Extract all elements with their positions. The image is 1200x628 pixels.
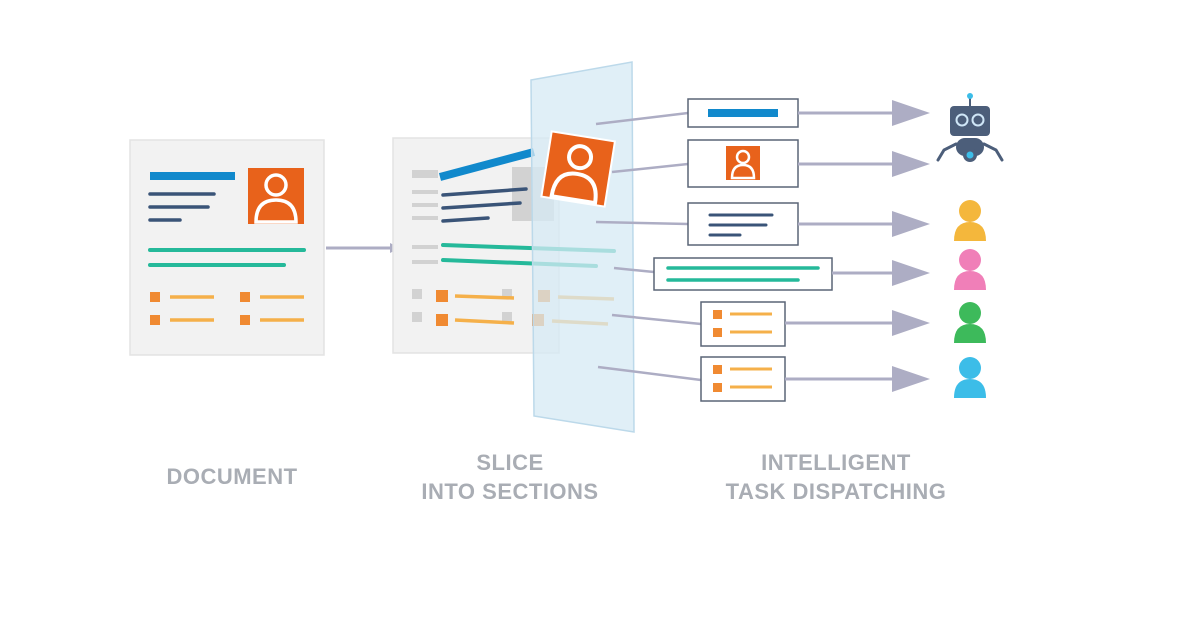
person-icon-cyan [954,357,986,398]
sliced-avatar-icon [540,130,617,208]
document-caption-text: DOCUMENT [166,464,298,489]
document-avatar-icon [248,168,304,224]
dispatch-arrowheads [892,100,930,392]
robot-icon [936,93,1004,162]
task-card-text [687,202,799,246]
task-card-checklist-1 [700,301,786,347]
slice-connectors [595,111,702,382]
sliced-gray-bullets [412,289,512,322]
task-card-photo [687,139,799,188]
slicer-glass-pane [530,61,635,433]
dispatch-arrows [785,108,924,384]
task-card-teal [653,257,833,291]
task-card-title [687,98,799,128]
dispatch-caption: INTELLIGENT TASK DISPATCHING [686,448,986,506]
document-title-bar [150,172,235,180]
document-caption: DOCUMENT [132,462,332,491]
sliced-text-lines [441,187,528,223]
sliced-title-bar [438,148,536,181]
document-text-lines [148,192,216,222]
person-icon-pink [954,249,986,290]
person-icon-green [954,302,986,343]
document-checklist [150,292,304,325]
task-card-checklist-2 [700,356,786,402]
slice-caption-line1: SLICE [476,450,544,475]
original-document [129,139,325,356]
document-teal-lines [148,248,306,267]
slice-caption-line2: INTO SECTIONS [421,479,599,504]
dispatch-caption-line2: TASK DISPATCHING [725,479,947,504]
dispatch-caption-line1: INTELLIGENT [761,450,911,475]
sliced-gray-lines [412,190,438,264]
person-icon-yellow [954,200,986,241]
slice-caption: SLICE INTO SECTIONS [380,448,640,506]
